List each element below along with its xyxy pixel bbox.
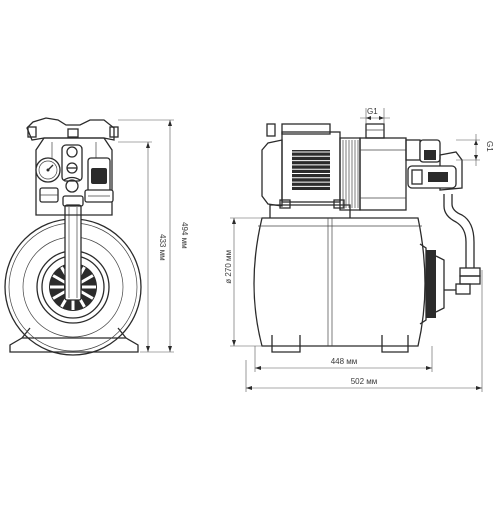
fan-spoke xyxy=(80,290,94,300)
front-pump-head xyxy=(26,117,119,216)
front-valve-block xyxy=(61,144,83,193)
front-vertical-pipe xyxy=(64,204,82,301)
thread-side-dimension xyxy=(456,134,480,166)
thread-top-dimension xyxy=(360,108,390,124)
front-dimension-lines xyxy=(118,119,174,353)
front-base-plate xyxy=(9,327,139,353)
height-total-label: 494 мм xyxy=(180,222,189,249)
length-total-dimension xyxy=(245,270,483,392)
side-flexible-hose xyxy=(443,194,481,295)
thread-side-label: G1 xyxy=(485,141,494,152)
front-pressure-gauge xyxy=(35,157,61,183)
side-outlet-assembly xyxy=(405,139,463,191)
front-pressure-switch xyxy=(84,157,114,203)
height-tank-label: 433 мм xyxy=(158,234,167,261)
fan-spoke xyxy=(52,290,66,300)
side-pump-housing xyxy=(339,123,407,211)
side-tank xyxy=(253,217,426,347)
thread-top-label: G1 xyxy=(367,107,378,116)
length-total-label: 502 мм xyxy=(351,377,378,386)
side-view: G1 G1 ø 270 мм 448 мм xyxy=(224,107,494,392)
front-connectors xyxy=(39,187,84,207)
diameter-label: ø 270 мм xyxy=(224,250,233,284)
fan-spoke xyxy=(80,274,94,284)
side-tank-feet xyxy=(271,335,409,353)
side-motor xyxy=(261,123,341,207)
diameter-dimension xyxy=(230,217,262,347)
length-tank-dimension xyxy=(254,346,433,372)
side-membrane-flange xyxy=(419,243,445,325)
fan-spoke xyxy=(52,274,66,284)
front-view: 494 мм 433 мм xyxy=(4,117,189,356)
side-pump-bracket xyxy=(269,199,351,218)
length-tank-label: 448 мм xyxy=(331,357,358,366)
